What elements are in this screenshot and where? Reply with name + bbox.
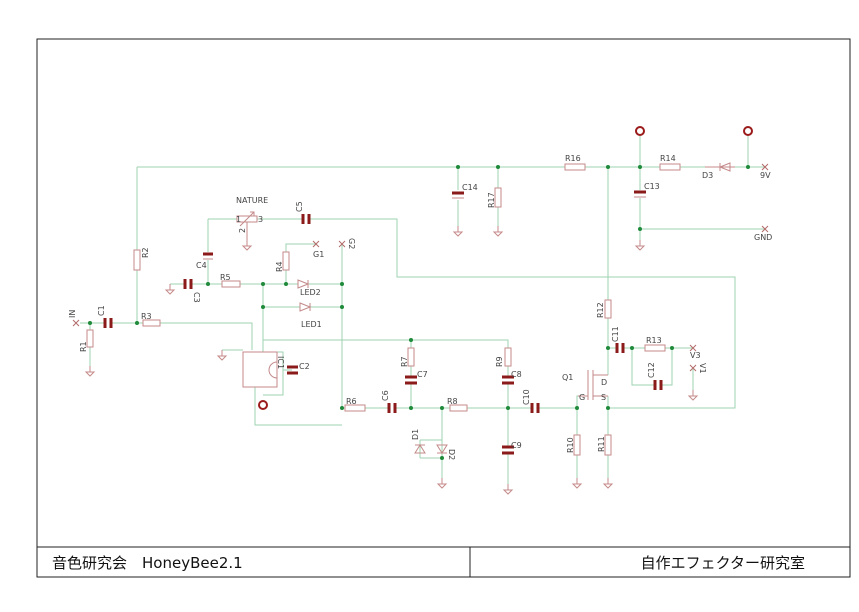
label-nature: NATURE [236,196,268,205]
label-r11: R11 [597,436,606,452]
resistor-r10 [573,434,581,456]
label-r13: R13 [646,336,662,345]
label-gnd: GND [754,233,772,242]
resistor-r14 [659,163,681,171]
label-gate: G [579,393,585,402]
label-r17: R17 [487,192,496,208]
label-c6: C6 [381,390,390,401]
label-r7: R7 [400,356,409,367]
resistor-r2 [133,249,141,271]
resistor-r1 [86,329,94,348]
label-c11: C11 [611,326,620,342]
label-r3: R3 [141,312,152,321]
label-c14: C14 [462,183,478,192]
resistor-r9 [504,347,512,367]
title-left: 音色研究会 HoneyBee2.1 [52,554,243,572]
label-r16: R16 [565,154,581,163]
label-r5: R5 [220,273,231,282]
resistor-r17 [494,187,502,208]
junctions [88,165,750,460]
terminals [72,126,769,372]
label-d3: D3 [702,171,713,180]
label-c12: C12 [647,362,656,378]
label-c7: C7 [417,370,428,379]
resistors [86,163,681,456]
title-right: 自作エフェクター研究室 [641,554,805,572]
label-r9: R9 [495,356,504,367]
resistor-r12 [604,299,612,319]
resistor-r13 [644,344,666,352]
label-r10: R10 [566,437,575,453]
led1 [299,302,312,312]
label-source: S [601,393,606,402]
label-c1: C1 [97,305,106,316]
diode-d1 [414,444,426,454]
label-c3: C3 [192,292,201,303]
label-r2: R2 [141,247,150,258]
label-c10: C10 [522,389,531,405]
diode-d3 [705,162,735,172]
label-r6: R6 [346,397,357,406]
led2 [297,279,310,289]
capacitors [103,190,663,455]
label-r12: R12 [596,302,605,318]
label-drain: D [601,378,607,387]
label-9v: 9V [760,171,771,180]
label-d2: D2 [447,449,456,460]
ic-pin-marker [258,400,268,410]
label-pot-1: 1 [236,215,241,224]
label-c5: C5 [295,201,304,212]
label-g1: G1 [313,250,324,259]
label-r14: R14 [660,154,676,163]
label-d1: D1 [411,429,420,440]
component-labels: IN R1 C1 R2 R3 NATURE 1 2 3 C5 C4 C3 R5 … [68,154,772,460]
label-ic1: IC1 [276,356,285,369]
sheet-frame [36,38,851,578]
label-c9: C9 [511,441,522,450]
transistor-q1 [578,370,608,400]
resistor-r8 [449,404,468,412]
resistor-r4 [282,251,290,271]
label-pot-3: 3 [258,215,263,224]
resistor-r7 [407,347,415,367]
diode-d2 [436,444,448,454]
label-g2: G2 [347,238,356,249]
label-v3: V3 [690,351,701,360]
resistor-r11 [604,434,612,456]
label-r8: R8 [447,397,458,406]
resistor-r5 [221,280,241,288]
label-c13: C13 [644,182,660,191]
resistor-r3 [142,319,161,327]
resistor-r16 [564,163,586,171]
label-r4: R4 [275,261,284,272]
label-c4: C4 [196,261,207,270]
label-pot-2: 2 [238,228,247,233]
label-c2: C2 [299,362,310,371]
resistor-r6 [344,404,366,412]
supply-pad [743,126,753,136]
label-led1: LED1 [301,320,322,329]
label-v1: V1 [698,363,707,374]
diodes [297,162,735,454]
wires [80,136,765,488]
supply-pad [635,126,645,136]
label-r1: R1 [79,341,88,352]
label-led2: LED2 [300,288,321,297]
ic1 [217,349,278,410]
label-c8: C8 [511,370,522,379]
label-q1: Q1 [562,373,573,382]
label-in: IN [68,310,77,318]
